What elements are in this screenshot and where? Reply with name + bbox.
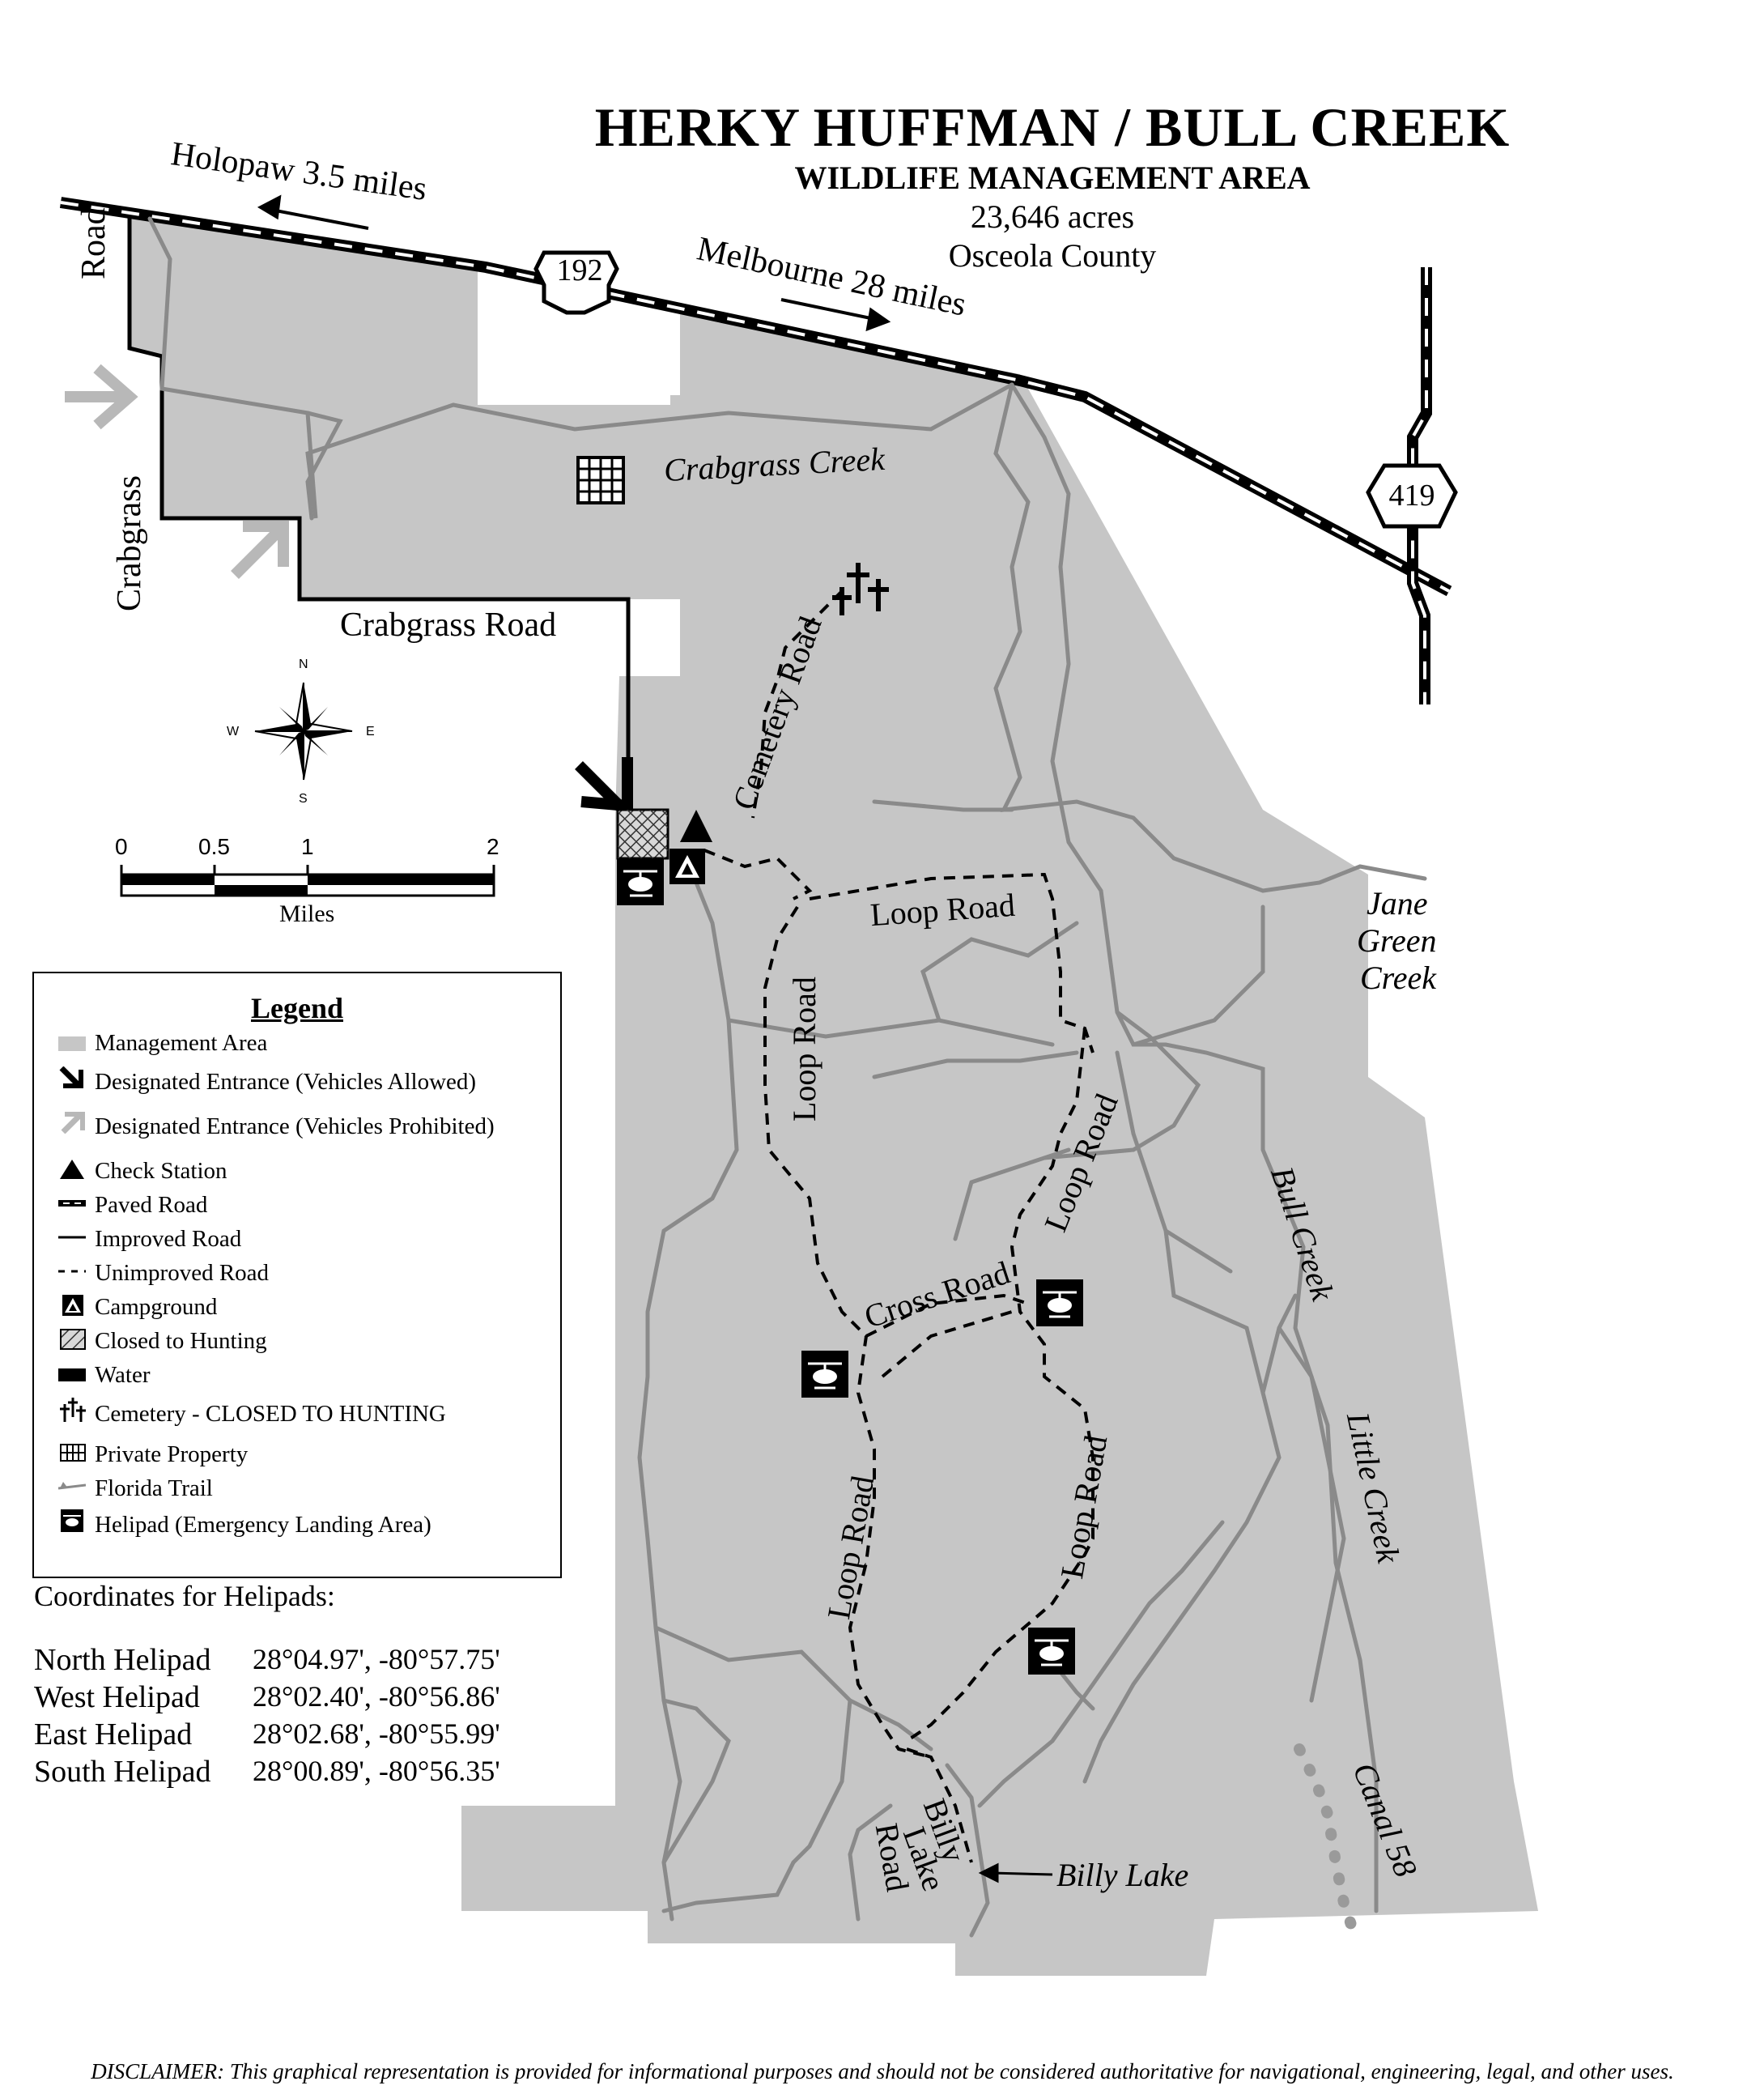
legend-helipad-icon [61,1509,83,1532]
legend-entrance-allowed-icon [59,1066,83,1088]
coord-value-west: 28°02.40', -80°56.86' [253,1680,500,1713]
legend-item-paved-road: Paved Road [95,1192,208,1218]
crabgrass-road-vertical-top: Road [75,207,113,279]
legend-private-property-icon [60,1444,86,1462]
billy-lake-pointer [978,1862,1053,1883]
legend-item-campground: Campground [95,1294,218,1320]
campground-icon [669,849,705,884]
scale-tick-2: 2 [487,834,499,859]
legend-title: Legend [250,992,343,1024]
legend-item-check-station: Check Station [95,1158,227,1184]
disclaimer: DISCLAIMER: This graphical representatio… [91,2059,1674,2083]
legend-item-florida-trail: Florida Trail [95,1475,213,1501]
legend-item-private-property: Private Property [95,1441,249,1467]
helipad-icon-east [1036,1279,1083,1326]
sr-419-label: 419 [1388,479,1435,513]
improved-road [127,217,631,818]
coord-value-south: 28°00.89', -80°56.35' [253,1755,500,1787]
crabgrass-road-label: Crabgrass Road [340,606,557,644]
scale-tick-05: 0.5 [198,834,230,859]
compass-n: N [299,658,308,671]
legend-improved-road-icon [58,1236,86,1239]
legend-item-improved-road: Improved Road [95,1226,242,1252]
entrance-prohibited-arrows [65,364,289,579]
scale-bar [120,865,495,897]
scale-tick-1: 1 [301,834,314,859]
us-192-label: 192 [556,253,603,287]
us-192-shield [533,250,619,315]
entrance-allowed-arrow [575,757,633,818]
legend: Legend Management Area Designated Entran… [32,972,562,1578]
management-area [130,217,1538,1976]
legend-item-helipad: Helipad (Emergency Landing Area) [95,1512,431,1538]
legend-paved-road-icon [58,1200,86,1207]
compass-e: E [366,725,375,738]
legend-item-water: Water [95,1362,151,1388]
jane-green-creek-label-1: Jane [1367,885,1428,921]
legend-management-area-swatch [58,1036,86,1051]
legend-item-entrance-allowed: Designated Entrance (Vehicles Allowed) [95,1069,477,1095]
compass-s: S [299,792,308,806]
scale-unit: Miles [279,900,335,927]
crabgrass-road-vertical-bottom: Crabgrass [111,475,148,611]
legend-closed-hunting-icon [60,1329,86,1350]
legend-cemetery-icon [60,1398,86,1422]
legend-campground-icon [62,1295,83,1316]
legend-check-station-icon [60,1160,84,1179]
legend-florida-trail-icon [58,1482,86,1490]
legend-item-entrance-prohibited: Designated Entrance (Vehicles Prohibited… [95,1113,495,1139]
helipad-icon-south [1028,1628,1075,1675]
coord-name-north: North Helipad [34,1643,211,1677]
billy-lake-label: Billy Lake [1056,1857,1189,1893]
helipad-icon-west [801,1351,848,1398]
legend-water-swatch [58,1368,86,1381]
coordinates-title: Coordinates for Helipads: [34,1580,335,1612]
coord-value-east: 28°02.68', -80°55.99' [253,1717,500,1750]
coord-name-south: South Helipad [34,1755,211,1789]
compass-rose-icon [254,682,353,781]
coord-value-north: 28°04.97', -80°57.75' [253,1643,500,1675]
legend-item-closed-hunting: Closed to Hunting [95,1328,267,1354]
legend-entrance-prohibited-icon [61,1112,85,1134]
sr-419-shield [1366,463,1458,529]
paved-road-192 [59,197,1452,597]
direction-arrows [257,194,891,332]
coord-name-east: East Helipad [34,1717,193,1751]
coord-name-west: West Helipad [34,1680,200,1714]
cemetery-icon [832,563,889,615]
acreage: 23,646 acres [970,198,1135,235]
legend-item-management-area: Management Area [95,1030,268,1056]
canal-58 [1294,1743,1358,1933]
unimproved-roads [703,589,1095,1863]
legend-item-unimproved-road: Unimproved Road [95,1260,270,1286]
map-title: HERKY HUFFMAN / BULL CREEK [594,96,1511,158]
compass-w: W [227,725,240,738]
jane-green-creek-label-2: Green [1357,922,1437,959]
jane-green-creek-label-3: Creek [1360,960,1437,996]
map-subtitle: WILDLIFE MANAGEMENT AREA [794,160,1311,196]
helipad-icon-north [617,858,664,905]
legend-item-cemetery: Cemetery - CLOSED TO HUNTING [95,1401,446,1427]
loop-road-label-west: Loop Road [786,977,822,1121]
county-name: Osceola County [948,237,1157,274]
legend-unimproved-road-icon [58,1270,86,1273]
private-property-icon [576,456,625,504]
scale-tick-0: 0 [115,834,128,859]
florida-trail [147,216,1427,1938]
